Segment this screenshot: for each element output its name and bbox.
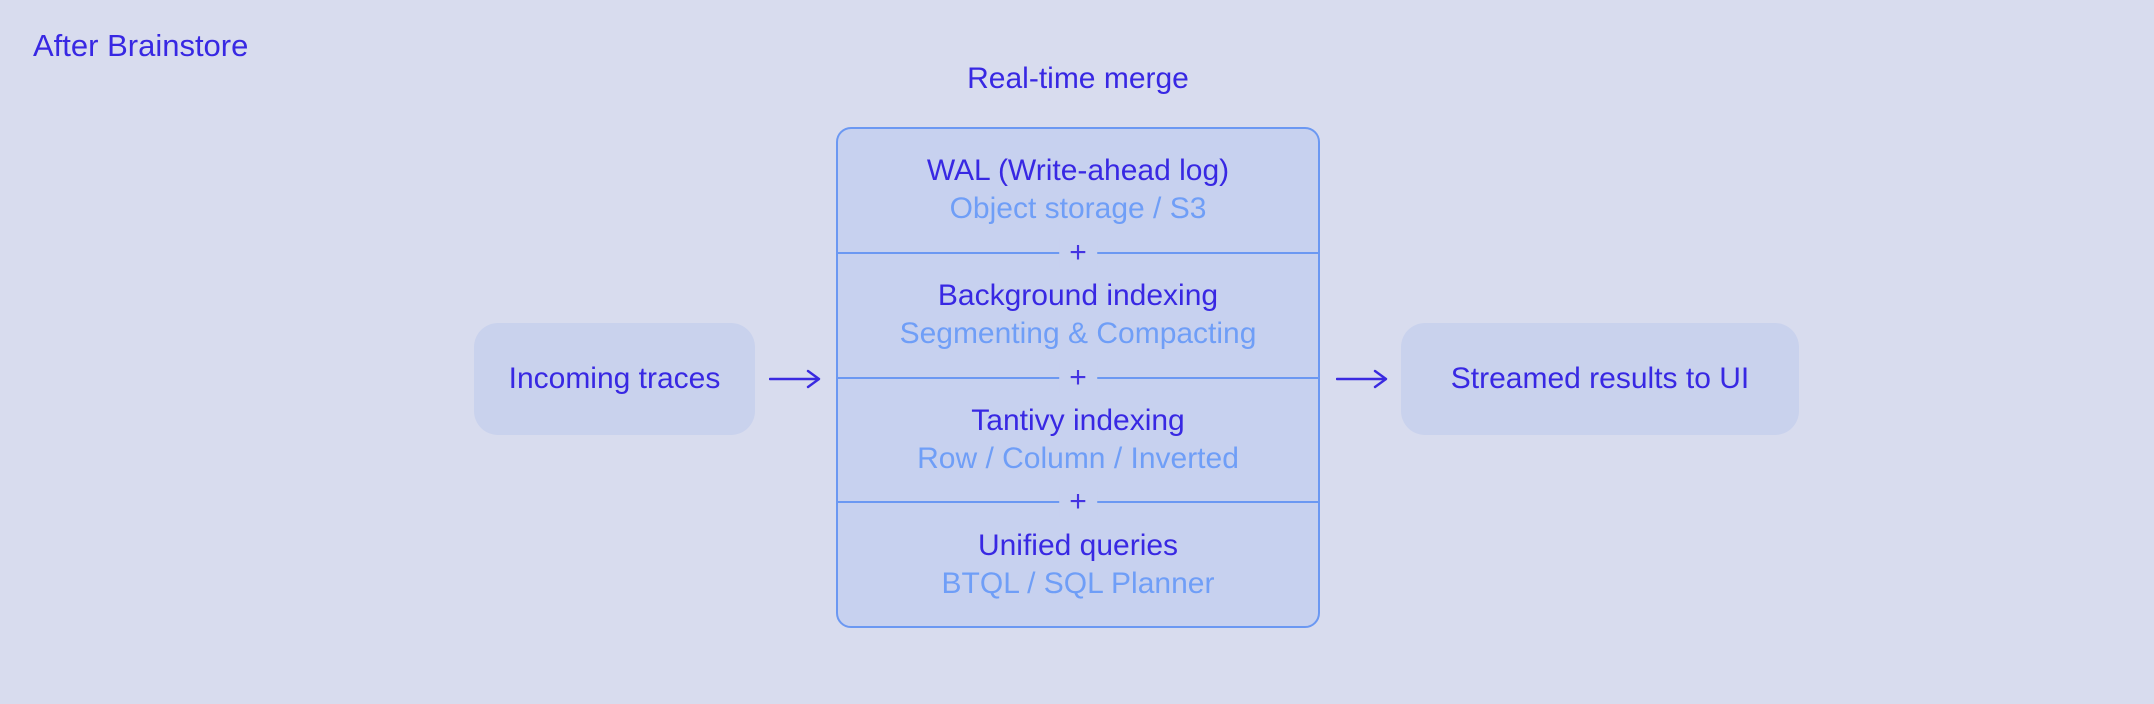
arrow-right-icon — [769, 368, 821, 390]
incoming-traces-node: Incoming traces — [474, 323, 755, 435]
arrow-right-icon — [1336, 368, 1388, 390]
section-subtitle: Object storage / S3 — [949, 192, 1207, 226]
plus-separator: + — [1059, 487, 1097, 518]
section-divider: + — [838, 237, 1318, 268]
section-subtitle: Segmenting & Compacting — [899, 317, 1257, 351]
section-divider: + — [838, 487, 1318, 518]
merge-section-unified-queries: Unified queries BTQL / SQL Planner — [838, 503, 1318, 626]
node-label: Streamed results to UI — [1450, 362, 1750, 395]
node-label: Incoming traces — [508, 362, 721, 395]
section-title: WAL (Write-ahead log) — [926, 154, 1230, 188]
merge-box-title: Real-time merge — [967, 62, 1189, 95]
realtime-merge-box: WAL (Write-ahead log) Object storage / S… — [836, 127, 1320, 628]
section-subtitle: Row / Column / Inverted — [917, 441, 1239, 475]
section-title: Unified queries — [977, 528, 1179, 562]
section-title: Tantivy indexing — [971, 403, 1185, 437]
section-title: Background indexing — [937, 279, 1219, 313]
plus-separator: + — [1059, 362, 1097, 393]
merge-section-tantivy-indexing: Tantivy indexing Row / Column / Inverted — [838, 379, 1318, 502]
merge-section-background-indexing: Background indexing Segmenting & Compact… — [838, 254, 1318, 377]
merge-section-wal: WAL (Write-ahead log) Object storage / S… — [838, 129, 1318, 252]
section-divider: + — [838, 362, 1318, 393]
section-subtitle: BTQL / SQL Planner — [941, 566, 1215, 600]
plus-separator: + — [1059, 237, 1097, 268]
page-title: After Brainstore — [33, 28, 249, 63]
streamed-results-node: Streamed results to UI — [1401, 323, 1799, 435]
